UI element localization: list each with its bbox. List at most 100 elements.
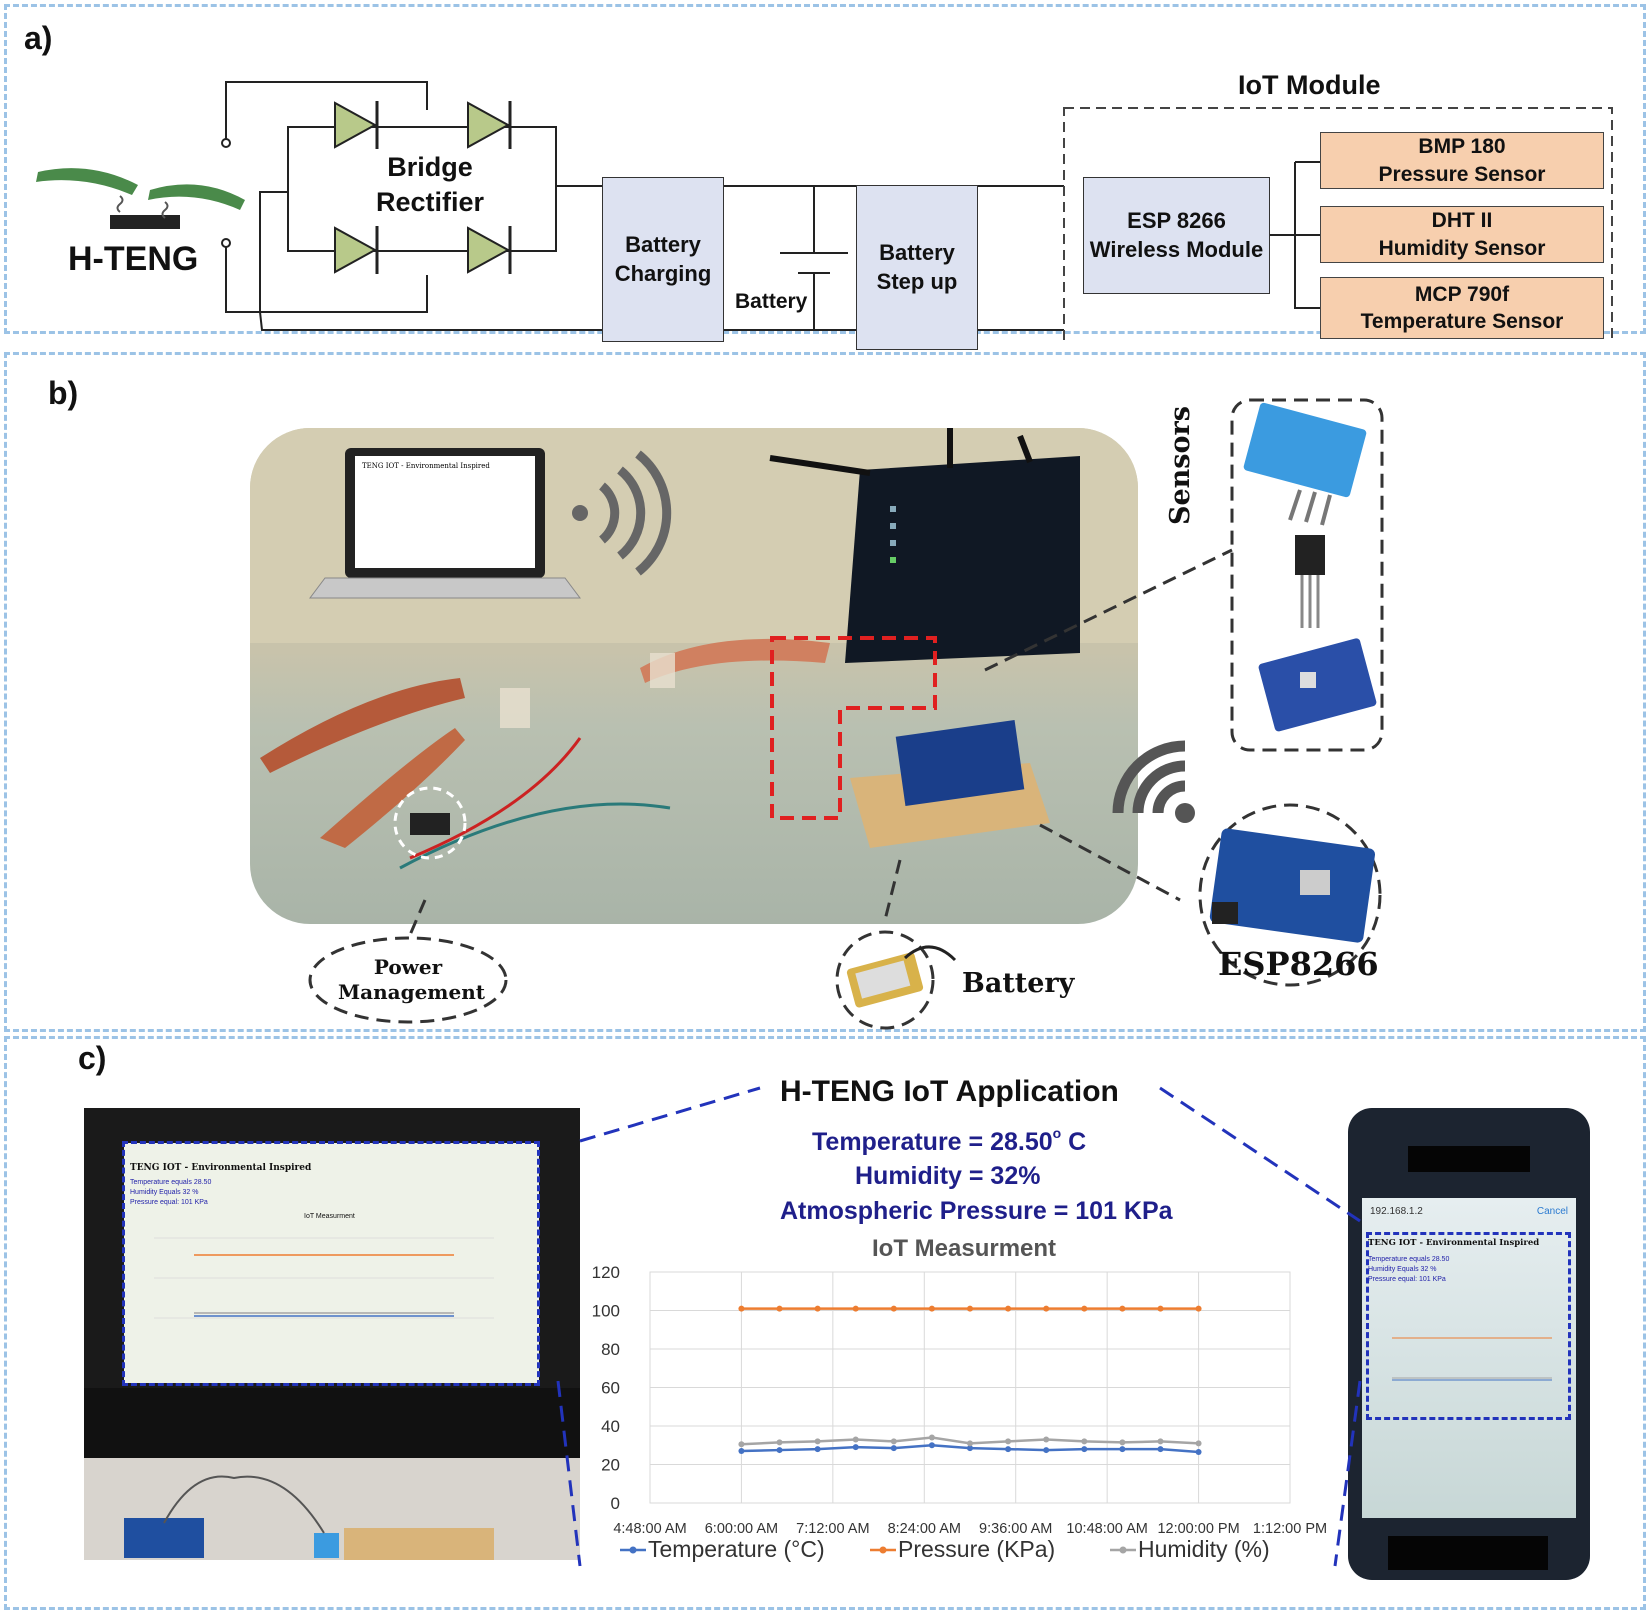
phone-cancel-button[interactable]: Cancel [1536, 1206, 1568, 1217]
monitor-highlight [122, 1141, 540, 1386]
y-tick-label: 0 [611, 1494, 620, 1513]
power-line1: Power [373, 955, 443, 979]
data-point [1081, 1305, 1088, 1312]
x-tick-label: 12:00:00 PM [1157, 1521, 1239, 1537]
phone-screen-title: TENG IOT - Environmental Inspired [1368, 1238, 1540, 1248]
data-point [738, 1305, 745, 1312]
data-point [852, 1436, 859, 1443]
data-point [890, 1438, 897, 1445]
monitor-line-1: Temperature equals 28.50 [130, 1179, 212, 1186]
hteng-device-icon [36, 168, 245, 229]
panel-c-connectors [556, 1086, 1362, 1567]
sensor-3-line2: Temperature Sensor [1360, 310, 1564, 333]
data-point [1157, 1446, 1164, 1453]
monitor-screen: TENG IOT - Environmental Inspired Temper… [124, 1143, 539, 1383]
monitor-bezel-bottom [84, 1388, 580, 1458]
y-tick-label: 40 [601, 1417, 620, 1436]
battery-step-up-box: Battery Step up [856, 185, 978, 350]
x-tick-label: 9:36:00 AM [979, 1521, 1052, 1537]
monitor-screen-title: TENG IOT - Environmental Inspired [130, 1163, 312, 1173]
esp-line1: ESP 8266 [1127, 207, 1226, 233]
sensor-2-line1: DHT II [1431, 209, 1493, 233]
laptop-screen-title: TENG IOT - Environmental Inspired [362, 462, 490, 470]
data-point [1005, 1438, 1012, 1445]
data-point [852, 1305, 859, 1312]
esp-line2: Wireless Module [1089, 236, 1264, 262]
panel-a [4, 4, 1646, 334]
phone-photo: 192.168.1.2 Cancel TENG IOT - Environmen… [1348, 1108, 1590, 1580]
bridge-rectifier-label: Bridge Rectifier [350, 145, 510, 225]
data-point [928, 1305, 935, 1312]
monitor-photo: TENG IOT - Environmental Inspired Temper… [84, 1108, 580, 1560]
app-title: H-TENG IoT Application [780, 1075, 1119, 1108]
data-point [814, 1305, 821, 1312]
battery-charging-line1: Battery [625, 231, 701, 257]
battery-charging-box: Battery Charging [602, 177, 724, 342]
legend-marker [879, 1546, 887, 1554]
mcp-sensor-box: MCP 790f Temperature Sensor [1320, 277, 1604, 339]
data-point [890, 1445, 897, 1452]
data-point [967, 1445, 973, 1452]
y-tick-label: 80 [601, 1340, 620, 1359]
iot-module-title: IoT Module [1238, 70, 1381, 100]
esp8266-board-icon [1209, 828, 1376, 943]
battery-label-b: Battery [962, 968, 1075, 999]
temperature-unit: C [1068, 1128, 1087, 1156]
power-line2: Management [338, 980, 485, 1004]
breadboard-board [850, 719, 1050, 848]
x-tick-label: 7:12:00 AM [796, 1521, 869, 1537]
x-tick-label: 4:48:00 AM [613, 1521, 686, 1537]
phone-line-1: Temperature equals 28.50 [1368, 1256, 1450, 1263]
data-point [1043, 1447, 1050, 1454]
data-point [738, 1448, 745, 1455]
data-point [928, 1434, 935, 1441]
y-tick-label: 60 [601, 1379, 620, 1398]
laptop-icon: TENG IOT - Environmental Inspired [309, 448, 581, 599]
sensor-1-line2: Pressure Sensor [1378, 162, 1546, 186]
data-point [1195, 1448, 1202, 1455]
panel-b [4, 352, 1646, 1032]
data-point [1119, 1305, 1126, 1312]
x-tick-label: 10:48:00 AM [1066, 1521, 1147, 1537]
esp-wireless-module-box: ESP 8266 Wireless Module [1083, 177, 1270, 294]
data-point [1043, 1305, 1050, 1312]
monitor-chart-title: IoT Measurment [304, 1213, 355, 1220]
dht-sensor-box: DHT II Humidity Sensor [1320, 206, 1604, 263]
dht-sensor-icon [1243, 402, 1367, 526]
data-point [852, 1444, 859, 1451]
data-point [738, 1441, 745, 1448]
data-point [1157, 1305, 1164, 1312]
phone-speaker [1408, 1146, 1530, 1172]
battery-label-a: Battery [735, 290, 808, 313]
pressure-readout: Atmospheric Pressure = 101 KPa [780, 1197, 1173, 1225]
y-tick-label: 120 [592, 1263, 620, 1282]
monitor-line-2: Humidity Equals 32 % [130, 1189, 199, 1196]
setup-photo-drawing: TENG IOT - Environmental Inspired [250, 428, 1138, 870]
data-point [1081, 1446, 1088, 1453]
phone-line-3: Pressure equal: 101 KPa [1368, 1276, 1446, 1283]
phone-mini-chart [1392, 1337, 1552, 1381]
power-management-label: Power Management [338, 955, 485, 1005]
step-up-line2: Step up [876, 268, 958, 294]
panel-c [4, 1036, 1646, 1610]
data-point [928, 1442, 935, 1449]
data-point [1157, 1438, 1164, 1445]
legend-label: Temperature (°C) [648, 1536, 825, 1562]
phone-home-bar [1388, 1536, 1548, 1570]
wifi-signal-icon [572, 450, 672, 576]
bridge-line1: Bridge [387, 151, 473, 182]
data-point [1005, 1305, 1012, 1312]
humidity-readout: Humidity = 32% [855, 1162, 1041, 1190]
data-point [814, 1446, 821, 1453]
monitor-mini-chart [154, 1237, 494, 1319]
panel-c-label: c) [78, 1040, 107, 1076]
legend-label: Pressure (KPa) [898, 1536, 1055, 1562]
y-tick-label: 20 [601, 1456, 620, 1475]
data-point [814, 1438, 821, 1445]
data-point [1043, 1436, 1050, 1443]
data-point [776, 1305, 783, 1312]
data-point [967, 1440, 973, 1447]
circuit-wiring [36, 81, 1613, 340]
monitor-line-3: Pressure equal: 101 KPa [130, 1199, 208, 1206]
legend-marker [629, 1546, 637, 1554]
